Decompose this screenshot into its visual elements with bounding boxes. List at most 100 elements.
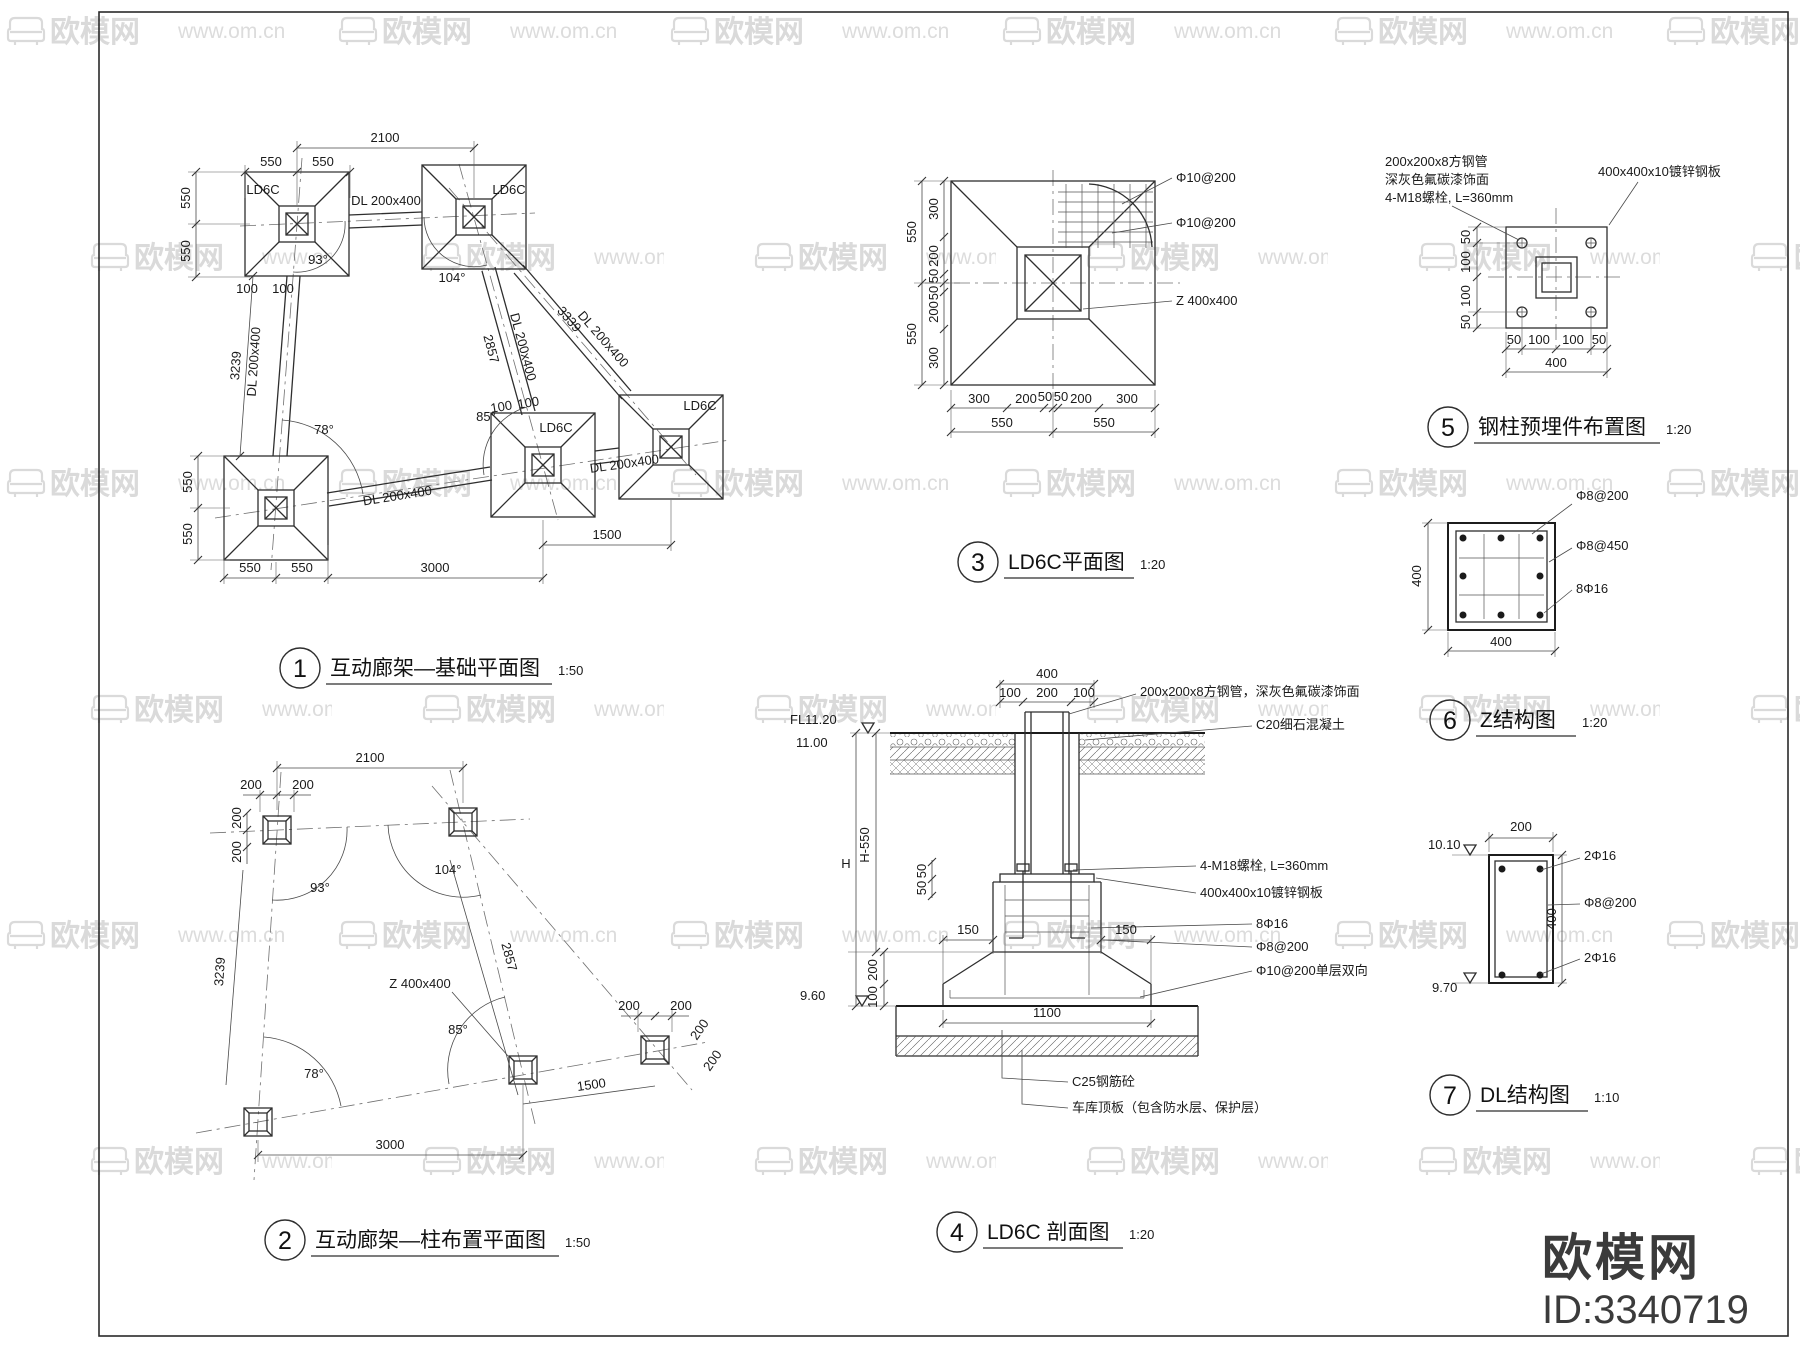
d4-title-scale: 1:20 (1129, 1227, 1154, 1242)
d1-title-bubble (279, 647, 321, 689)
plate-note: 400x400x10镀锌钢板 (1200, 885, 1323, 900)
d4-dim-label: 400 (1036, 666, 1058, 681)
bolt-note: 4-M18螺栓, L=360mm (1200, 858, 1328, 873)
d1-dim-label: 100 (272, 281, 294, 296)
d4-dim-label: H-550 (857, 827, 872, 862)
d5-dim-label: 100 (1458, 285, 1473, 307)
rebar-label: Φ8@450 (1576, 538, 1629, 553)
d6-title-text: Z结构图 (1480, 709, 1556, 732)
foundation-label: LD6C (539, 420, 572, 435)
d3-dim-label: 200 (1070, 391, 1092, 406)
d4-dim-label: 100 (999, 685, 1021, 700)
d6-dim-label: 400 (1409, 565, 1424, 587)
d3-dim-label: 300 (968, 391, 990, 406)
d4-title-text: LD6C 剖面图 (987, 1221, 1110, 1244)
d1-dim-label: 2100 (371, 130, 400, 145)
d5-dim-label: 100 (1458, 251, 1473, 273)
d1-dim-label: 100 (236, 281, 258, 296)
d1-title-text: 互动廊架—基础平面图 (330, 657, 540, 680)
d3-dim-label: 300 (1116, 391, 1138, 406)
d5-title-number: 5 (1441, 414, 1455, 442)
steel-tube-note: 200x200x8方钢管，深灰色氟碳漆饰面 (1140, 684, 1360, 699)
d1-dim-label: 550 (180, 523, 195, 545)
d3-title-bubble (957, 541, 999, 583)
d1-dim-label: 100 (516, 393, 540, 411)
d3-dim-label: 550 (904, 221, 919, 243)
dl-beam-section (1452, 832, 1581, 988)
z-column-section (1422, 503, 1573, 657)
sheet-frame (98, 11, 1789, 1337)
d1-dim-label: 78° (314, 422, 334, 437)
d7-title-scale: 1:10 (1594, 1090, 1619, 1105)
rebar-label: Φ8@200 (1576, 488, 1629, 503)
d1-dim-label: 100 (489, 397, 513, 415)
d7-title-number: 7 (1443, 1082, 1457, 1110)
roof-slab-note: 车库顶板（包含防水层、保护层） (1072, 1100, 1267, 1115)
d3-dim-label: 50 (1038, 389, 1052, 404)
concrete-note: C20细石混凝土 (1256, 717, 1345, 732)
plate-note: 400x400x10镀锌钢板 (1598, 164, 1721, 179)
foundation-label: LD6C (683, 398, 716, 413)
rebar-label: 8Φ16 (1576, 581, 1608, 596)
d2-dim-label: 104° (435, 862, 462, 877)
d1-dim-label: 85° (476, 409, 496, 424)
d2-title-scale: 1:50 (565, 1235, 590, 1250)
d1-title-scale: 1:50 (558, 663, 583, 678)
d2-title-text: 互动廊架—柱布置平面图 (315, 1229, 546, 1252)
d7-dim-label: 200 (1510, 819, 1532, 834)
level-label: 9.70 (1432, 980, 1457, 995)
image-id: ID:3340719 (1542, 1287, 1749, 1332)
d2-title-number: 2 (278, 1227, 292, 1255)
d3-dim-label: 300 (926, 347, 941, 369)
steel-tube-note: 200x200x8方钢管 (1385, 154, 1488, 169)
d3-dim-label: 50 (926, 286, 941, 300)
d5-dim-label: 400 (1545, 355, 1567, 370)
d4-dim-label: 200 (1036, 685, 1058, 700)
d5-title-text: 钢柱预埋件布置图 (1478, 416, 1646, 439)
d6-dim-label: 400 (1490, 634, 1512, 649)
level-label: 10.10 (1428, 837, 1461, 852)
watermark-footer: 欧模网 ID:3340719 (1542, 1232, 1749, 1331)
ld6c-plan (914, 170, 1180, 438)
d3-title-text: LD6C平面图 (1008, 551, 1125, 574)
d3-dim-label: 300 (926, 198, 941, 220)
foundation-plan (188, 141, 731, 584)
d5-title-bubble (1427, 406, 1469, 448)
d3-dim-label: 550 (904, 323, 919, 345)
site-brand: 欧模网 (1542, 1230, 1701, 1286)
d2-dim-label: 3239 (211, 957, 228, 987)
d2-dim-label: 200 (618, 998, 640, 1013)
d5-title-scale: 1:20 (1666, 422, 1691, 437)
level-label: FL11.20 (790, 712, 837, 727)
d4-dim-label: 150 (1115, 922, 1137, 937)
rebar-label: Φ10@200单层双向 (1256, 963, 1368, 978)
rebar-label: 2Φ16 (1584, 950, 1616, 965)
d2-dim-label: 85° (448, 1022, 468, 1037)
d2-dim-label: 2857 (498, 941, 520, 973)
rebar-label: Φ10@200 (1176, 170, 1236, 185)
level-label: 9.60 (800, 988, 825, 1003)
d1-dim-label: 550 (180, 471, 195, 493)
d4-dim-label: 150 (957, 922, 979, 937)
rebar-label: Φ10@200 (1176, 215, 1236, 230)
foundation-label: LD6C (246, 182, 279, 197)
d6-title-number: 6 (1443, 707, 1457, 735)
d2-dim-label: 3000 (376, 1137, 405, 1152)
d3-dim-label: 200 (926, 245, 941, 267)
d4-dim-label: 200 (865, 959, 880, 981)
d3-dim-label: 50 (1054, 389, 1068, 404)
ld6c-section (848, 679, 1253, 1109)
column-label: Z 400x400 (1176, 293, 1237, 308)
d4-title-bubble (936, 1211, 978, 1253)
d6-title-bubble (1429, 699, 1471, 741)
d2-dim-label: 200 (229, 807, 244, 829)
d1-dim-label: 104° (439, 270, 466, 285)
d3-dim-label: 50 (926, 269, 941, 283)
column-layout-plan (195, 761, 709, 1181)
d1-dim-label: 93° (308, 252, 328, 267)
d5-dim-label: 50 (1507, 332, 1521, 347)
d1-dim-label: 550 (291, 560, 313, 575)
d1-dim-label: 3239 (227, 351, 244, 381)
